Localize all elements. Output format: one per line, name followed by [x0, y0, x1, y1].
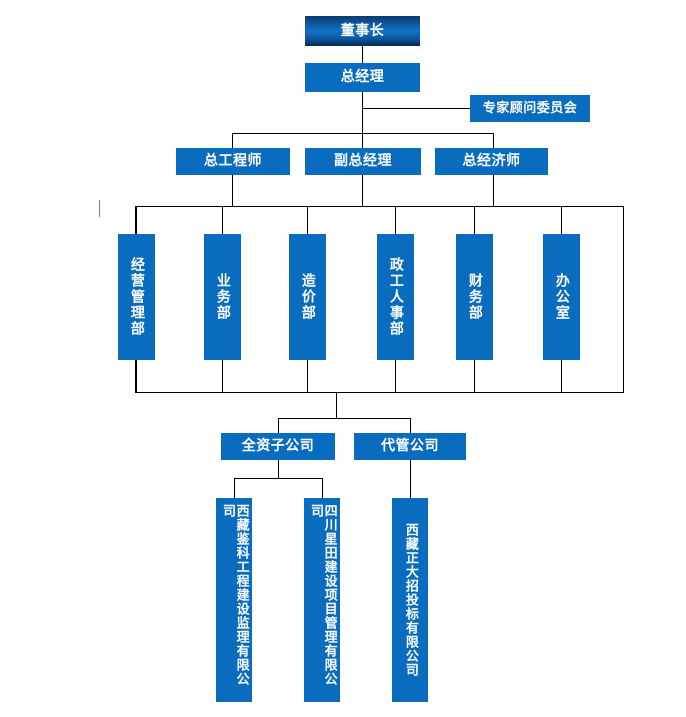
- connector-chairman-to-gm: [362, 46, 363, 63]
- node-subsidiary-sichuan-xingtian[interactable]: 四川星田建设项目管理有限公司: [304, 498, 340, 702]
- connector-to-subsidiary-3: [410, 460, 411, 498]
- node-department-political-work-personnel[interactable]: 政工人事部: [377, 234, 414, 360]
- connector-bus-to-chief-engineer: [232, 133, 233, 148]
- connector-dept-5-top: [474, 206, 475, 234]
- connector-departments-to-companies: [336, 392, 337, 418]
- node-department-operations-management[interactable]: 经营管理部: [118, 234, 155, 360]
- bus-company-groups: [278, 418, 411, 419]
- rail-departments-right: [623, 206, 624, 393]
- connector-dept-5-bottom: [474, 360, 475, 393]
- connector-bus-to-deputy-gm: [362, 133, 363, 148]
- node-department-finance[interactable]: 财务部: [456, 234, 493, 360]
- connector-dept-4-bottom: [395, 360, 396, 393]
- node-managed-companies[interactable]: 代管公司: [354, 433, 466, 460]
- connector-dept-1-bottom: [136, 360, 137, 393]
- gray-tick-mark: [99, 200, 100, 217]
- connector-chief-economist-down: [493, 175, 494, 206]
- connector-bus-to-chief-economist: [493, 133, 494, 148]
- node-department-cost[interactable]: 造价部: [289, 234, 326, 360]
- connector-dept-3-bottom: [307, 360, 308, 393]
- connector-dept-4-top: [395, 206, 396, 234]
- node-advisory-committee[interactable]: 专家顾问委员会: [470, 95, 590, 122]
- connector-wholly-owned-trunk: [278, 460, 279, 478]
- bus-executives: [232, 133, 494, 134]
- connector-dept-6-bottom: [561, 360, 562, 393]
- connector-to-managed: [410, 418, 411, 434]
- connector-gm-to-advisory: [362, 108, 470, 109]
- connector-chief-engineer-down: [232, 175, 233, 206]
- bus-departments-top: [135, 206, 624, 207]
- connector-dept-2-bottom: [222, 360, 223, 393]
- node-wholly-owned-subsidiaries[interactable]: 全资子公司: [221, 433, 335, 460]
- node-chairman[interactable]: 董事长: [305, 16, 420, 46]
- node-department-business[interactable]: 业务部: [204, 234, 241, 360]
- node-subsidiary-xizang-zhengda[interactable]: 西藏正大招投标有限公司: [392, 498, 428, 702]
- node-deputy-general-manager[interactable]: 副总经理: [305, 148, 421, 175]
- connector-to-wholly-owned: [278, 418, 279, 434]
- node-general-manager[interactable]: 总经理: [305, 63, 420, 92]
- node-chief-engineer[interactable]: 总工程师: [176, 148, 290, 175]
- connector-to-subsidiary-1: [234, 478, 235, 498]
- connector-dept-2-top: [222, 206, 223, 234]
- connector-dept-1-top: [136, 206, 137, 234]
- connector-deputy-gm-down: [362, 175, 363, 206]
- connector-gm-trunk: [362, 92, 363, 134]
- bus-wholly-owned-children: [234, 478, 323, 479]
- node-subsidiary-xizang-jianke[interactable]: 西藏鉴科工程建设监理有限公司: [216, 498, 252, 702]
- bus-departments-bottom: [135, 392, 624, 393]
- node-department-office[interactable]: 办公室: [543, 234, 580, 360]
- connector-dept-6-top: [561, 206, 562, 234]
- connector-to-subsidiary-2: [322, 478, 323, 498]
- node-chief-economist[interactable]: 总经济师: [435, 148, 548, 175]
- connector-dept-3-top: [307, 206, 308, 234]
